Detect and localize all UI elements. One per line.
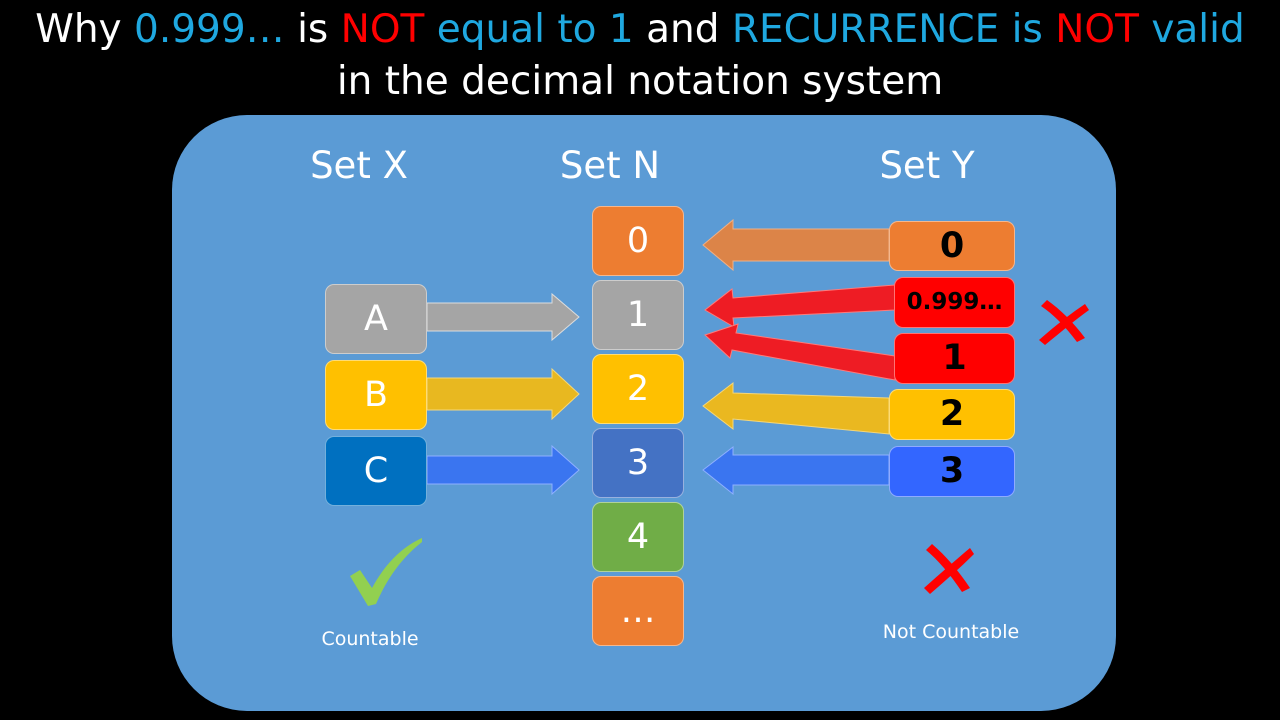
- set-y-title: Set Y: [879, 144, 975, 187]
- title-text: Why: [35, 7, 135, 52]
- arrow-b-to-2: [426, 367, 580, 421]
- title-highlight-not: NOT: [340, 7, 425, 52]
- set-n-item-2: 2: [592, 354, 684, 424]
- arrow-c-to-3: [426, 444, 580, 496]
- set-x-title: Set X: [310, 144, 408, 187]
- set-n-item-0: 0: [592, 206, 684, 276]
- arrow-y2-to-2: [702, 381, 890, 435]
- set-n-item-more: …: [592, 576, 684, 646]
- arrow-y3-to-3: [702, 445, 890, 496]
- title-text: is: [284, 7, 341, 52]
- arrow-y0-to-0: [702, 218, 890, 272]
- not-countable-label: Not Countable: [882, 621, 1020, 643]
- arrow-y1-to-1: [704, 323, 896, 381]
- title-line-2: in the decimal notation system: [336, 59, 944, 104]
- set-n-item-4: 4: [592, 502, 684, 572]
- set-n-title: Set N: [559, 144, 661, 187]
- set-x-item-a: A: [325, 284, 427, 354]
- title-highlight-not: NOT: [1042, 7, 1139, 52]
- arrow-y0999-to-1: [704, 284, 896, 328]
- title-highlight-equal: equal to 1: [424, 7, 634, 52]
- set-y-item-3: 3: [889, 446, 1015, 497]
- set-x-item-b: B: [325, 360, 427, 430]
- set-y-item-0999: 0.999…: [894, 277, 1015, 328]
- title-line-1: Why 0.999… is NOT equal to 1 and RECURRE…: [0, 10, 1280, 49]
- title-highlight-recurrence: RECURRENCE is: [731, 7, 1043, 52]
- title-text: and: [633, 7, 732, 52]
- cross-icon: [1039, 300, 1089, 345]
- set-y-item-1: 1: [894, 333, 1015, 384]
- countable-label: Countable: [321, 628, 419, 650]
- title-highlight-valid: valid: [1138, 7, 1245, 52]
- title-highlight-number: 0.999…: [134, 7, 285, 52]
- set-y-item-2: 2: [889, 389, 1015, 440]
- arrow-a-to-1: [426, 292, 580, 342]
- cross-icon: [924, 544, 974, 594]
- set-y-item-0: 0: [889, 221, 1015, 271]
- set-x-item-c: C: [325, 436, 427, 506]
- check-icon: [350, 538, 422, 606]
- set-n-item-3: 3: [592, 428, 684, 498]
- set-n-item-1: 1: [592, 280, 684, 350]
